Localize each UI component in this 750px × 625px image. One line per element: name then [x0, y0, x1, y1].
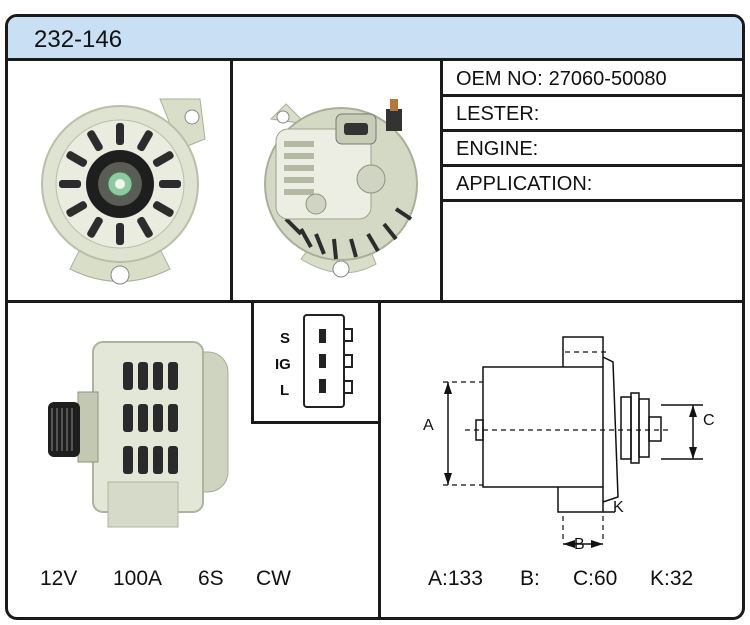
- divider-v2: [440, 61, 443, 302]
- spec-pulley: 6S: [198, 567, 224, 590]
- alternator-front-photo: [41, 98, 206, 285]
- dim-label-k: K: [613, 499, 624, 516]
- dim-value-k: K:32: [650, 567, 694, 590]
- info-divider-4: [443, 199, 742, 202]
- info-row-lester: LESTER:: [448, 97, 742, 131]
- pin-label-s: S: [280, 330, 291, 347]
- dim-label-a: A: [423, 417, 434, 434]
- info-row-engine: ENGINE:: [448, 132, 742, 166]
- product-card: 232-146 OEM NO:27060-50080 LESTER: ENGIN…: [5, 14, 745, 620]
- connector-box-bottom: [251, 421, 381, 424]
- divider-h-main: [8, 300, 742, 303]
- dim-value-c: C:60: [573, 567, 618, 590]
- lester-label: LESTER:: [456, 103, 540, 125]
- pin-label-l: L: [280, 382, 290, 399]
- dim-label-b: B: [574, 536, 585, 553]
- dim-value-b: B:: [520, 567, 540, 590]
- connector-box-left: [251, 300, 254, 424]
- engine-label: ENGINE:: [456, 138, 539, 160]
- header-bar: 232-146: [8, 17, 742, 61]
- info-row-oem: OEM NO:27060-50080: [448, 62, 742, 96]
- spec-rotation: CW: [256, 567, 291, 590]
- info-divider-3: [443, 164, 742, 167]
- application-label: APPLICATION:: [456, 173, 593, 195]
- spec-amperage: 100A: [113, 567, 163, 590]
- info-divider-2: [443, 129, 742, 132]
- divider-v3: [378, 300, 381, 617]
- part-number-title: 232-146: [34, 26, 123, 53]
- alternator-rear-photo: [264, 99, 418, 278]
- oem-label: OEM NO:: [456, 68, 543, 90]
- dimension-drawing: [443, 336, 703, 548]
- info-row-application: APPLICATION:: [448, 167, 742, 201]
- alternator-side-photo: [48, 341, 229, 528]
- spec-voltage: 12V: [40, 567, 78, 590]
- connector-diagram: [303, 314, 353, 408]
- pin-label-ig: IG: [275, 356, 291, 373]
- divider-v1: [230, 61, 233, 302]
- info-divider-1: [443, 94, 742, 97]
- dim-label-c: C: [703, 412, 715, 429]
- dim-value-a: A:133: [428, 567, 483, 590]
- oem-value: 27060-50080: [548, 68, 667, 90]
